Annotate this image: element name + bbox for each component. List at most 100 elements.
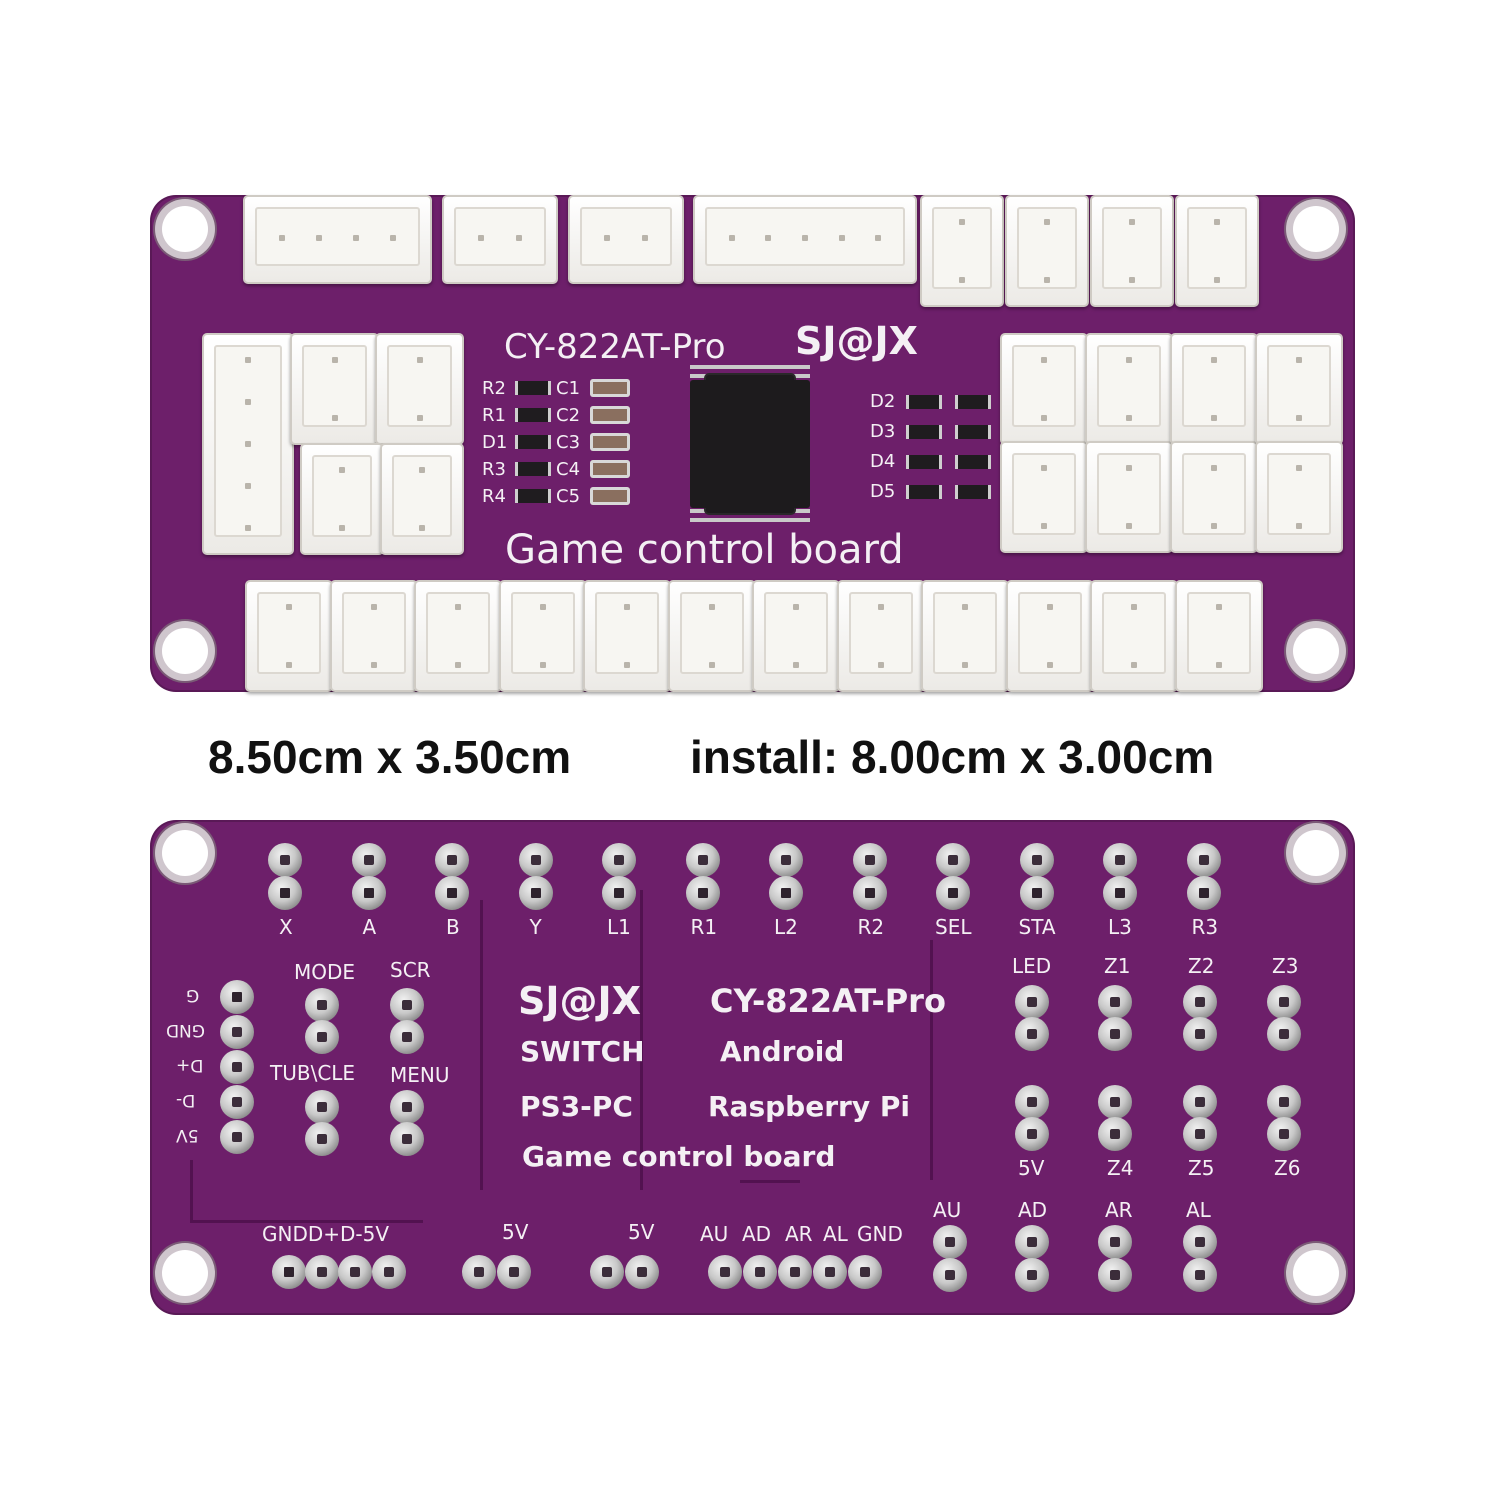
stick-label-ad: AD	[1018, 1198, 1048, 1222]
connector-pin	[286, 604, 292, 610]
solder-pad	[518, 876, 553, 910]
solder-pad	[1183, 1085, 1217, 1119]
solder-pad	[1019, 876, 1054, 910]
solder-pad	[220, 980, 254, 1014]
solder-pad	[852, 876, 887, 910]
connector-pin	[708, 604, 715, 610]
connector-pin	[877, 604, 884, 610]
resistor-component	[955, 395, 991, 409]
connector-pin	[455, 662, 461, 668]
solder-pad	[602, 843, 636, 877]
bottom-stick-label-ad: AD	[742, 1222, 772, 1246]
connector-pin	[419, 525, 425, 531]
connector-pin	[728, 234, 735, 241]
jst-connector	[290, 333, 379, 445]
button-label-sta: STA	[1018, 915, 1056, 939]
solder-pad	[305, 988, 339, 1022]
pcb-trace	[480, 900, 483, 1190]
solder-pad	[1098, 1017, 1132, 1051]
connector-housing	[1102, 592, 1166, 674]
jst-connector	[1175, 195, 1259, 307]
button-label-sel: SEL	[935, 915, 972, 939]
jst-connector	[583, 580, 671, 692]
solder-pad	[1183, 1117, 1217, 1151]
solder-pad	[685, 876, 720, 910]
mcu-chip-body	[690, 380, 810, 508]
connector-pin	[877, 662, 884, 668]
jst-connector	[921, 580, 1009, 692]
bottom-stick-label-gnd: GND	[857, 1222, 903, 1246]
connector-pin	[416, 415, 423, 421]
led-component	[906, 455, 942, 469]
scr-label: SCR	[390, 958, 431, 982]
solder-pad	[1015, 1085, 1049, 1119]
connector-pin	[245, 525, 251, 531]
pcb-trace	[190, 1160, 423, 1223]
solder-pad	[1183, 1017, 1217, 1051]
pad-label-z3: Z3	[1272, 954, 1299, 978]
connector-pin	[339, 467, 345, 473]
solder-pad	[813, 1255, 847, 1289]
button-label-l1: L1	[607, 915, 631, 939]
connector-pin	[539, 662, 546, 668]
capacitor	[590, 460, 630, 478]
jst-connector	[329, 580, 418, 692]
stick-label-al: AL	[1186, 1198, 1211, 1222]
connector-pin	[1211, 415, 1217, 421]
connector-pin	[1046, 662, 1053, 668]
connector-pin	[1129, 277, 1135, 283]
capacitor-label-c1: C1	[556, 378, 581, 399]
jst-connector	[1174, 580, 1263, 692]
bottom-stick-label-au: AU	[700, 1222, 729, 1246]
solder-pad	[462, 1255, 496, 1289]
solder-pad	[1098, 1225, 1132, 1259]
capacitor	[590, 487, 630, 505]
solder-pad	[220, 1050, 254, 1084]
solder-pad	[852, 843, 887, 877]
connector-pin	[1129, 219, 1135, 225]
connector-pin	[1131, 604, 1137, 610]
connector-pin	[1126, 465, 1132, 471]
solder-pad	[338, 1255, 372, 1289]
solder-pad	[390, 1090, 424, 1124]
jst-connector	[920, 195, 1004, 307]
connector-pin	[793, 604, 799, 610]
solder-pad	[625, 1255, 659, 1289]
connector-pin	[1296, 415, 1302, 421]
connector-pin	[1041, 465, 1047, 471]
connector-pin	[316, 234, 322, 241]
jst-connector	[1005, 580, 1094, 692]
smd-component	[515, 408, 551, 422]
component-label-r3: R3	[482, 459, 506, 480]
bottom-5v-b-label: 5V	[628, 1220, 655, 1244]
jst-connector	[568, 195, 684, 284]
solder-pad	[220, 1085, 254, 1119]
connector-pin	[1131, 662, 1137, 668]
capacitor	[590, 379, 630, 397]
connector-pin	[1211, 465, 1217, 471]
connector-pin	[245, 441, 251, 447]
button-label-a: A	[362, 915, 377, 939]
solder-pad	[305, 1255, 339, 1289]
solder-pad	[1015, 1017, 1049, 1051]
connector-pin	[793, 662, 799, 668]
bottom-model-label: CY-822AT-Pro	[710, 982, 946, 1020]
solder-pad	[1267, 1085, 1301, 1119]
jst-connector	[1170, 441, 1258, 553]
connector-pin	[959, 219, 965, 225]
solder-pad	[1267, 1017, 1301, 1051]
connector-pin	[1214, 277, 1220, 283]
solder-pad	[1103, 876, 1137, 910]
jst-connector	[1255, 333, 1343, 445]
component-label-r1: R1	[482, 405, 506, 426]
usb-label-g: G	[186, 985, 200, 1005]
mount-hole-top-right	[1293, 206, 1339, 252]
connector-pin	[1041, 415, 1047, 421]
smd-component	[515, 462, 551, 476]
mount-hole-top-bottom-left	[162, 628, 208, 674]
pcb-trace	[930, 940, 1023, 1180]
solder-pad	[518, 843, 553, 877]
usb-label-gnd: GND	[166, 1020, 205, 1040]
led-component	[906, 395, 942, 409]
connector-pin	[641, 234, 648, 241]
